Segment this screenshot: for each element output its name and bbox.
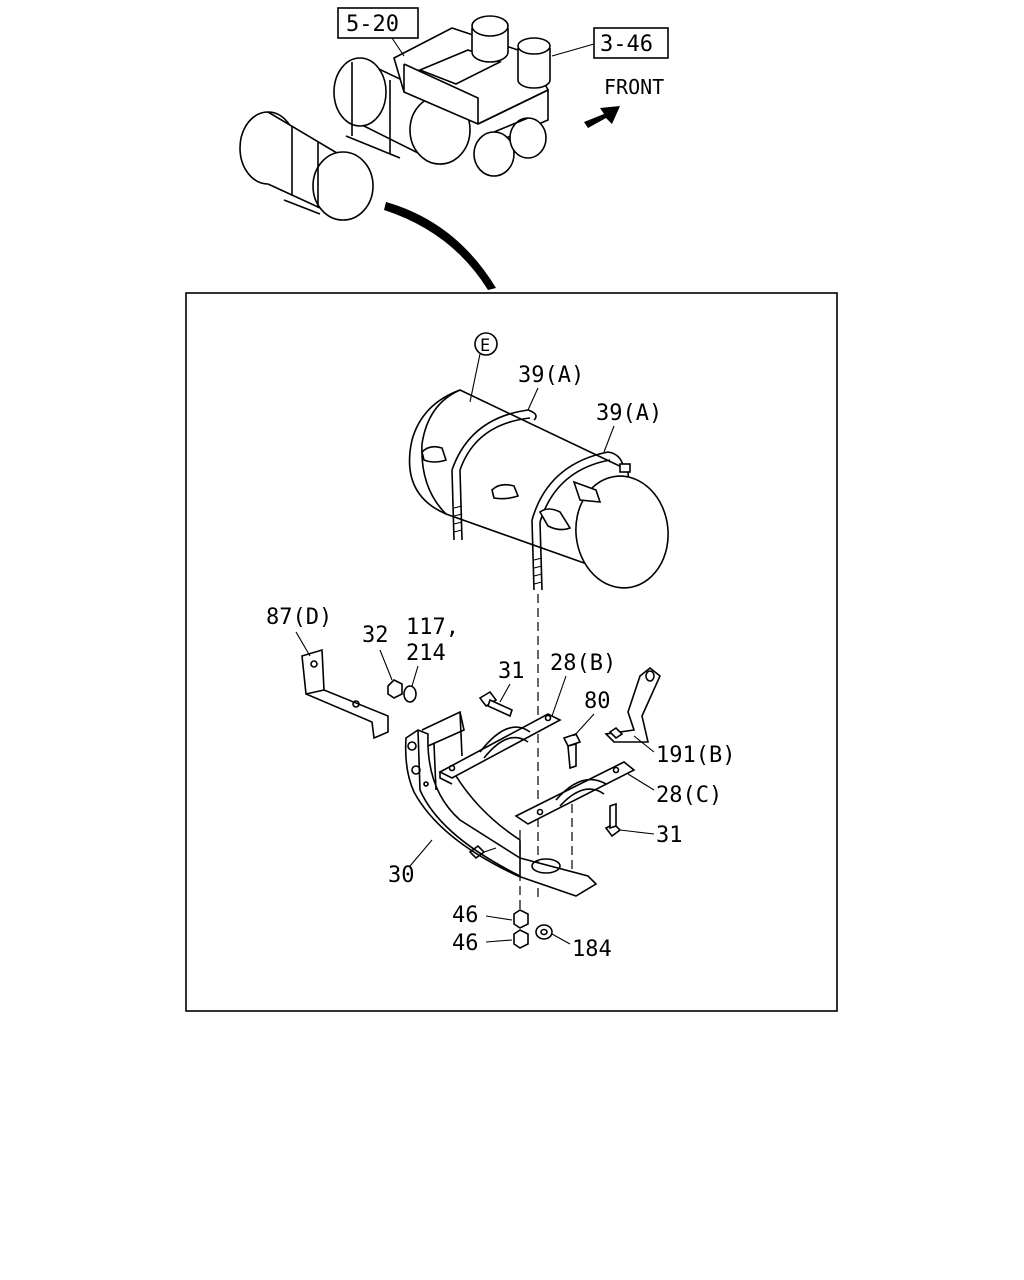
- callout-46-lower: 46: [452, 931, 479, 956]
- front-label: FRONT: [604, 75, 664, 99]
- leader-87d: [295, 631, 311, 657]
- view-marker-leader: [469, 353, 481, 403]
- nut-46-upper: [513, 909, 529, 929]
- leader-39a-upper: [527, 387, 539, 411]
- bolt-31-bottom: [604, 802, 622, 838]
- leader-31-top: [499, 683, 511, 703]
- washer-184: [535, 924, 553, 940]
- strap-28b: [438, 713, 562, 785]
- overview-assembly: 5-20 3-46 FRONT: [239, 7, 669, 290]
- callout-39a-lower: 39(A): [596, 401, 662, 426]
- callout-31-bottom: 31: [656, 823, 683, 848]
- callout-31-top: 31: [498, 659, 525, 684]
- leader-191b: [633, 735, 655, 753]
- ref-label-3-46: 3-46: [600, 32, 653, 57]
- front-arrow-icon: [584, 106, 620, 128]
- detail-pointer-arrow-icon: [384, 202, 496, 290]
- callout-30: 30: [388, 863, 415, 888]
- leader-30: [409, 839, 433, 867]
- callout-46-upper: 46: [452, 903, 479, 928]
- view-marker-circle: [474, 332, 498, 356]
- callout-28b: 28(B): [550, 651, 616, 676]
- bracket-191b: [604, 666, 661, 743]
- ref-leader-3-46: [551, 43, 595, 57]
- leader-39a-lower: [603, 425, 615, 453]
- bolt-31-top: [478, 690, 513, 718]
- overview-rear-tank: [239, 111, 374, 221]
- detail-tank: [408, 389, 669, 591]
- ref-box-5-20: [337, 7, 419, 39]
- leader-32: [379, 649, 393, 681]
- callouts: 39(A) 39(A) 87(D) 32 117, 214 31 28(B) 8…: [266, 363, 735, 962]
- overview-body-box: [393, 15, 551, 177]
- callout-28c: 28(C): [656, 783, 722, 808]
- callout-39a-upper: 39(A): [518, 363, 584, 388]
- leader-184: [551, 933, 571, 945]
- callout-117: 117,: [406, 615, 459, 640]
- callout-184: 184: [572, 937, 612, 962]
- strap-28c: [514, 761, 636, 825]
- bracket-87d: [301, 648, 389, 740]
- view-marker-label: E: [480, 336, 490, 356]
- callout-214: 214: [406, 641, 446, 666]
- leader-117-214: [411, 665, 419, 687]
- ref-label-5-20: 5-20: [346, 12, 399, 37]
- overview-main-tank: [333, 57, 471, 166]
- callout-32: 32: [362, 623, 389, 648]
- washer-184-hole: [540, 928, 548, 936]
- nut-32: [387, 679, 403, 699]
- washer-117-214: [403, 685, 417, 703]
- leader-46-lower: [485, 939, 513, 943]
- bolt-80: [562, 733, 582, 770]
- leader-46-upper: [485, 915, 513, 921]
- callout-191b: 191(B): [656, 743, 735, 768]
- nut-46-lower: [513, 929, 529, 949]
- callout-80: 80: [584, 689, 611, 714]
- ref-leader-5-20: [391, 37, 405, 57]
- leader-80: [573, 713, 595, 737]
- callout-87d: 87(D): [266, 605, 332, 630]
- leader-31-bottom: [619, 829, 655, 835]
- detail-frame: [185, 292, 838, 1012]
- leader-28b: [551, 675, 567, 717]
- bracket-30: [404, 710, 598, 897]
- ref-box-3-46: [593, 27, 669, 59]
- leader-28c: [627, 773, 655, 791]
